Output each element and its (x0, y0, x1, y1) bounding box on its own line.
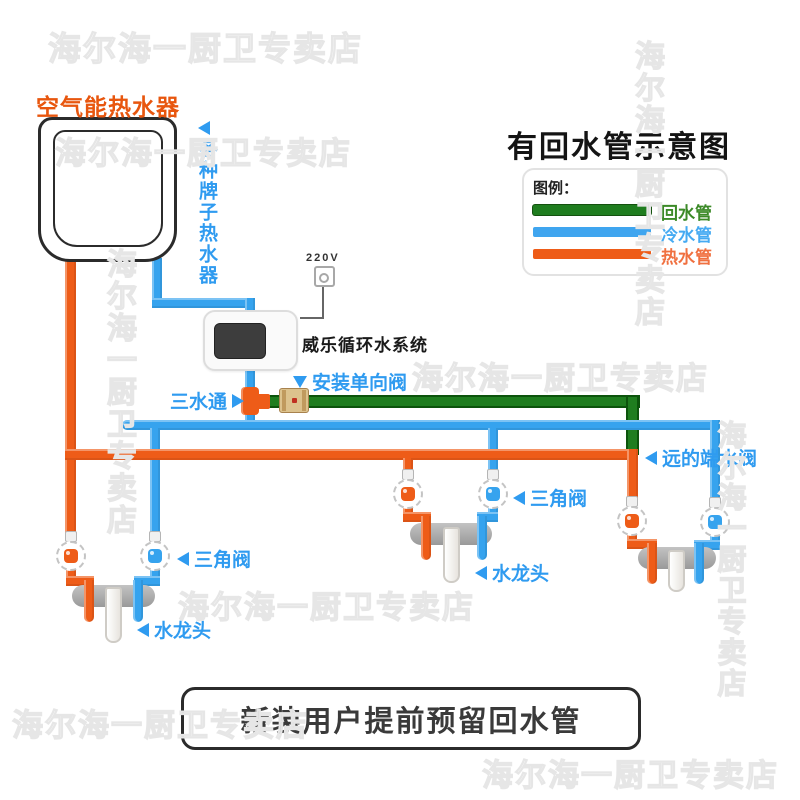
elbow-cold (134, 576, 160, 586)
water-heater-tank (53, 130, 163, 247)
watermark: 海尔海一厨卫专卖店 (629, 39, 663, 328)
legend-label-return: 回水管 (661, 204, 712, 223)
faucet-hot-stub (647, 543, 657, 584)
power-wire (322, 287, 324, 319)
heater-side-note: 各种牌子热水器 (196, 139, 217, 286)
angle-valve-cold (478, 479, 508, 509)
faucet-label: 水龙头 (492, 564, 550, 585)
angle-valve-hot (393, 479, 423, 509)
arrow-left-icon (177, 551, 189, 566)
check-valve (279, 388, 309, 413)
watermark: 海尔海一厨卫专卖店 (54, 135, 352, 171)
watermark: 海尔海一厨卫专卖店 (411, 360, 709, 396)
pipe-hot-main-horizontal (65, 449, 638, 460)
valve-ball (401, 487, 415, 501)
legend-swatch-hot (533, 249, 651, 259)
elbow-cold (477, 512, 498, 522)
faucet-spout (668, 550, 685, 592)
elbow-hot (66, 576, 94, 586)
callout-faucet-left: 水龙头 (137, 616, 211, 643)
pipe-cold-left-drop (150, 428, 160, 533)
faucet-hot-stub (84, 580, 94, 622)
arrow-down-icon (293, 375, 307, 388)
callout-check-valve: 安装单向阀 (293, 368, 407, 395)
watermark: 海尔海一厨卫专卖店 (712, 419, 745, 699)
pipe-hot-heater-down (65, 258, 76, 533)
arrow-right-icon (232, 393, 245, 408)
faucet-cold-stub (694, 543, 704, 584)
footer-text: 新装用户提前预留回水管 (240, 705, 582, 738)
angle-valve-cold (140, 541, 170, 571)
valve-ball (486, 487, 500, 501)
pipe-cold-main-horizontal (122, 420, 720, 430)
valve-ball (625, 514, 639, 528)
angle-valve-label: 三角阀 (194, 550, 252, 571)
faucet-cold-stub (133, 580, 143, 622)
elbow-hot (403, 512, 431, 522)
elbow-hot (66, 568, 76, 582)
angle-valve-hot (56, 541, 86, 571)
arrow-left-icon (513, 490, 525, 505)
pipe-hot-middle-drop (403, 458, 413, 471)
diagram-title: 有回水管示意图 (507, 131, 731, 164)
pipe-hot-right-vertical (627, 449, 638, 498)
pipe-cold-right-vertical (710, 420, 720, 499)
legend-label-cold: 冷水管 (661, 226, 712, 245)
callout-faucet-middle: 水龙头 (475, 559, 549, 586)
callout-angle-valve-left: 三角阀 (177, 545, 251, 572)
valve-ball (64, 549, 78, 563)
callout-far-valve: 远的端水阀 (645, 444, 757, 471)
pump-name-label: 威乐循环水系统 (302, 336, 428, 355)
angle-valve-hot (617, 506, 647, 536)
angle-valve-cold (700, 507, 730, 537)
faucet-spout (105, 587, 122, 643)
tee-fitting (241, 387, 259, 415)
faucet-hot-stub (421, 516, 431, 560)
power-wire (300, 317, 324, 319)
elbow-cold (694, 540, 720, 550)
faucet-spout (443, 527, 460, 583)
legend-swatch-return (533, 205, 651, 215)
arrow-left-icon (475, 565, 487, 580)
legend-swatch-cold (533, 227, 651, 237)
watermark: 海尔海一厨卫专卖店 (47, 29, 363, 67)
arrow-left-icon (137, 622, 149, 637)
watermark: 海尔海一厨卫专卖店 (177, 589, 475, 625)
arrow-left-icon (198, 121, 210, 135)
arrow-left-icon (645, 450, 657, 465)
check-valve-mark (292, 398, 297, 403)
callout-tee: 三水通 (170, 387, 245, 414)
valve-ball (708, 515, 722, 529)
watermark: 海尔海一厨卫专卖店 (101, 247, 135, 536)
callout-angle-valve-middle: 三角阀 (513, 484, 587, 511)
footer-banner: 新装用户提前预留回水管 (181, 687, 641, 750)
watermark: 海尔海一厨卫专卖店 (481, 757, 779, 793)
valve-ball (148, 549, 162, 563)
legend-label-hot: 热水管 (661, 248, 712, 267)
pump-display-screen (214, 323, 266, 359)
power-outlet-hole (319, 273, 329, 283)
heater-label: 空气能热水器 (36, 94, 180, 120)
pipe-cold-upper-horizontal (152, 298, 255, 308)
faucet-label: 水龙头 (154, 621, 212, 642)
elbow-cold (150, 568, 160, 582)
tee-fitting-stem (255, 394, 270, 409)
watermark: 海尔海一厨卫专卖店 (11, 707, 309, 743)
legend-heading: 图例： (533, 180, 579, 197)
tee-label: 三水通 (170, 392, 228, 413)
check-valve-label: 安装单向阀 (312, 373, 408, 394)
faucet-cold-stub (477, 516, 487, 560)
pipe-cold-heater-down (152, 258, 162, 308)
power-voltage-label: 220V (306, 252, 340, 264)
angle-valve-label: 三角阀 (530, 489, 588, 510)
far-valve-label: 远的端水阀 (662, 449, 758, 470)
elbow-hot (627, 539, 657, 549)
